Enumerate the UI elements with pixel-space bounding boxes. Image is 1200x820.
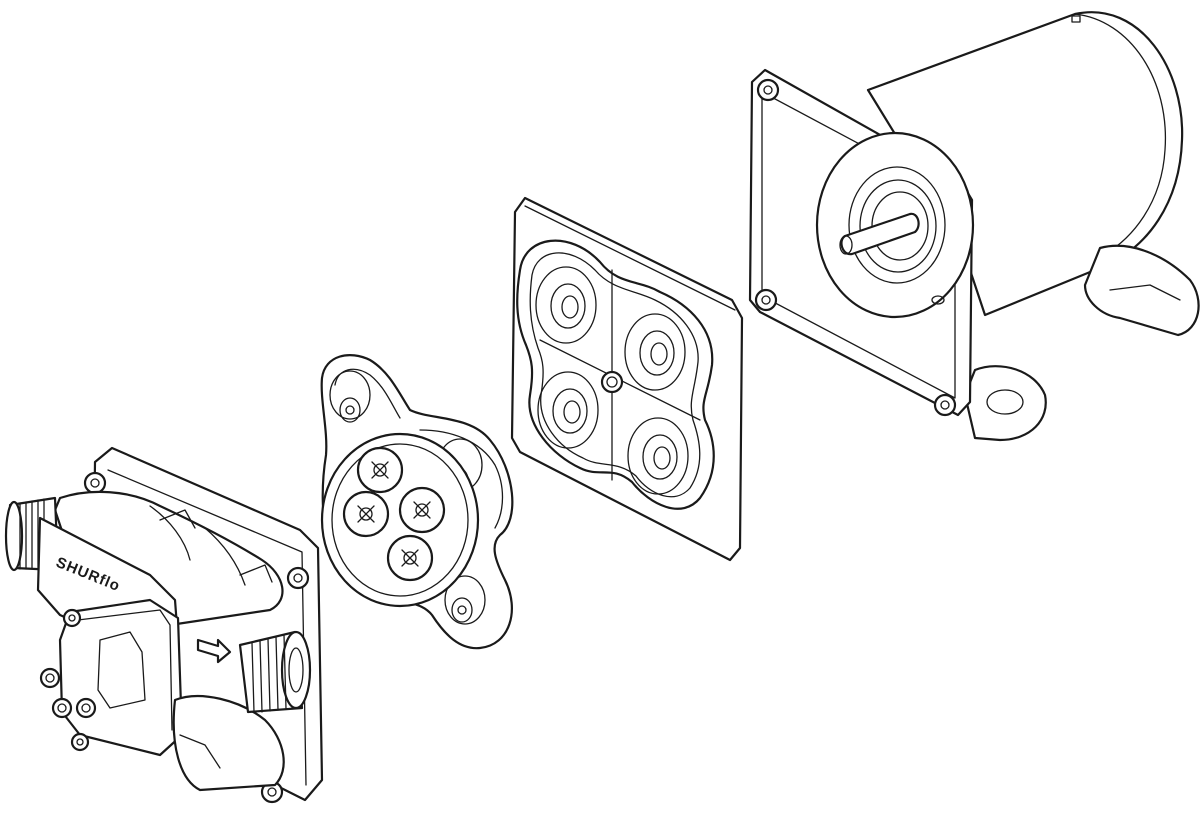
diaphragm-cups: [535, 266, 689, 495]
housing-lower-chamber: [172, 694, 285, 792]
pump-head-housing: SHURflo: [4, 446, 324, 804]
motor-foot-lower: [963, 365, 1047, 442]
check-valves: [342, 446, 446, 582]
motor-shaft: [840, 212, 920, 256]
motor-foot: [1083, 244, 1200, 337]
diaphragm-plate: [510, 196, 744, 562]
housing-bolts: [83, 471, 310, 804]
outlet-fitting: [238, 630, 312, 714]
flow-arrow-icon: [196, 638, 232, 664]
diaphragm-center-hole: [600, 370, 624, 394]
motor: [748, 11, 1200, 442]
switch-screws: [39, 608, 97, 752]
valve-assembly: [320, 354, 514, 650]
